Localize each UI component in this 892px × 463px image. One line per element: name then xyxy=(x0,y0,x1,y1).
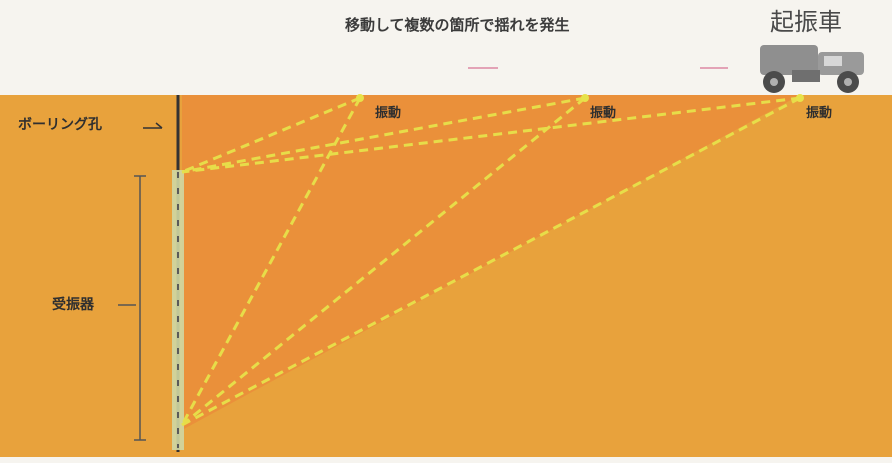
truck-window xyxy=(824,56,842,66)
ray-s3-r2 xyxy=(181,96,801,427)
ray-s1-r2 xyxy=(180,97,362,426)
ray-s2-r2 xyxy=(181,96,586,427)
receiver-strip xyxy=(172,170,184,450)
ray-s2-r1 xyxy=(181,96,586,174)
borehole-label: ボーリング孔 xyxy=(18,117,102,133)
truck-body xyxy=(760,45,818,75)
diagram-caption: 移動して複数の箇所で揺れを発生 xyxy=(345,16,570,34)
vibrator-truck-icon xyxy=(760,45,864,93)
source-2-label: 振動 xyxy=(590,106,617,121)
receiver-label: 受振器 xyxy=(52,297,94,313)
vibrator-truck-label: 起振車 xyxy=(770,8,842,36)
ray-s3-r1 xyxy=(181,96,801,174)
truck-vibrator-plate xyxy=(792,70,820,82)
truck-wheel-1-hub xyxy=(770,78,778,86)
source-3-label: 振動 xyxy=(806,106,833,121)
truck-wheel-2-hub xyxy=(844,78,852,86)
ray-paths xyxy=(180,96,801,427)
source-1-label: 振動 xyxy=(375,106,402,121)
borehole-pointer-head xyxy=(155,122,163,129)
ray-s1-r1 xyxy=(181,96,361,174)
